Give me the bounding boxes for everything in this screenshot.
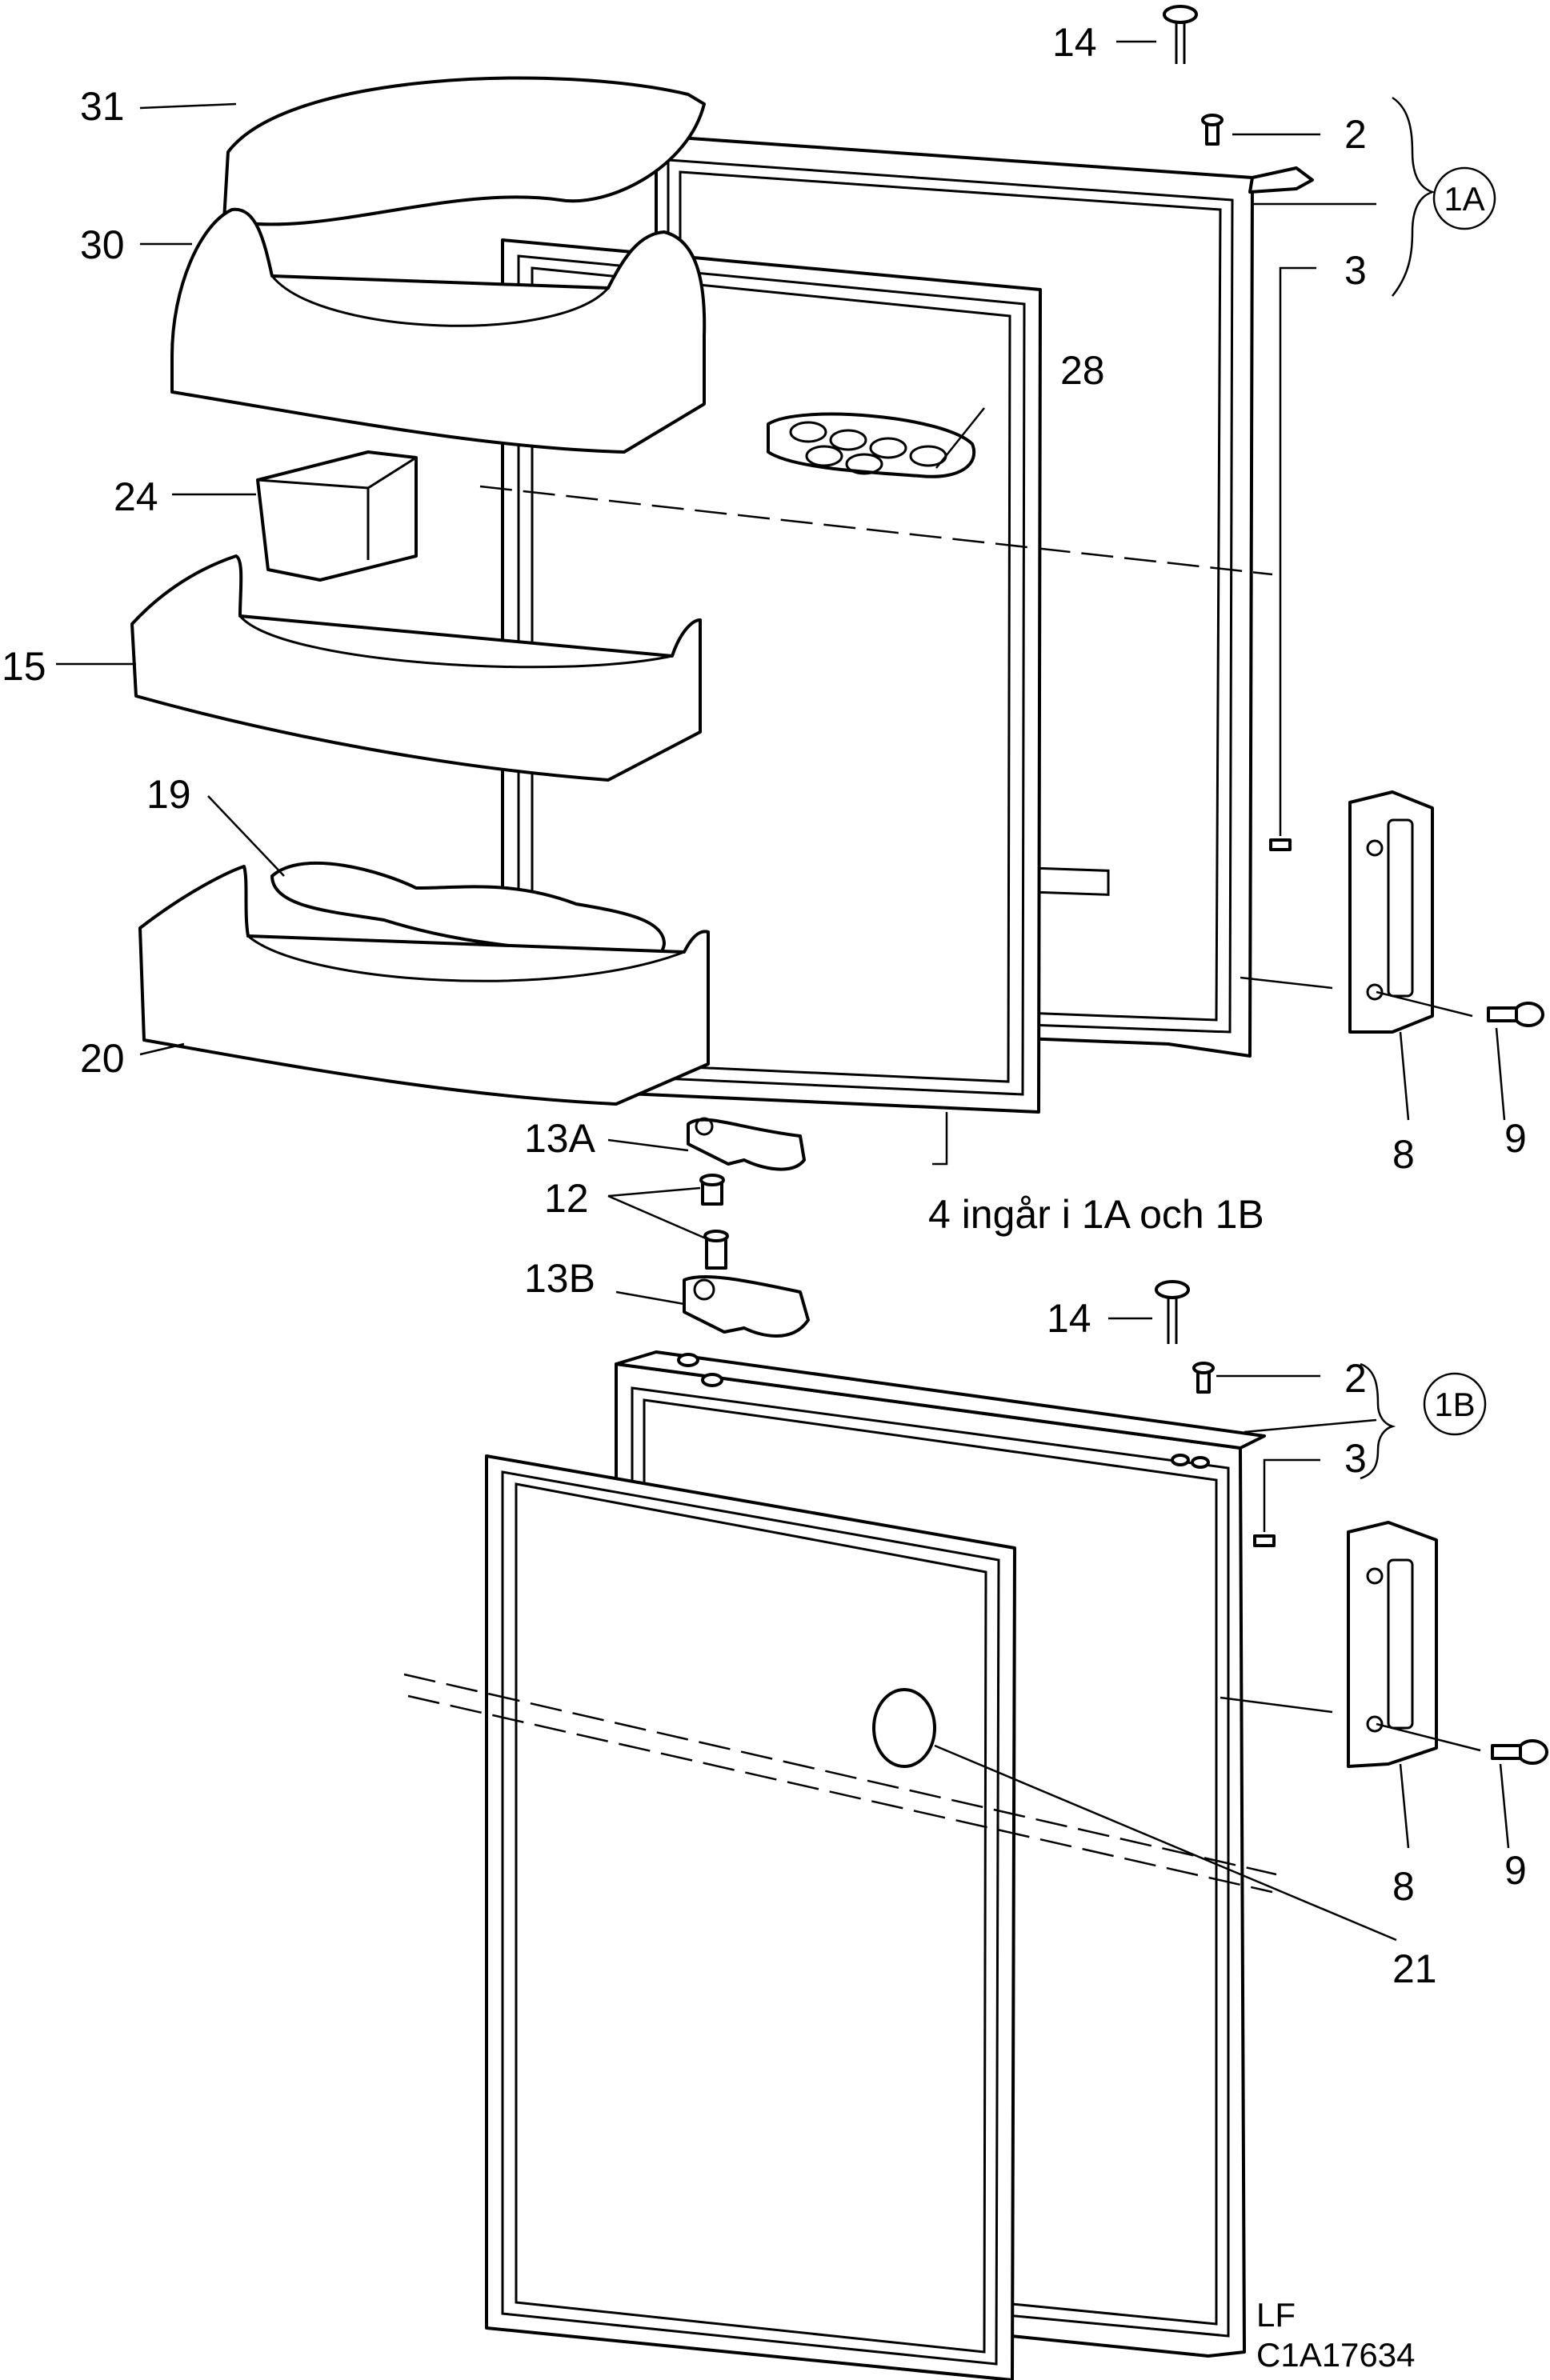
screw-12-lower <box>703 1230 729 1270</box>
hinge-13a <box>687 1117 806 1171</box>
screw-3-lower <box>1253 1534 1276 1547</box>
label-8-lower: 8 <box>1392 1864 1415 1909</box>
label-14-lower: 14 <box>1047 1296 1091 1341</box>
screw-12-upper <box>699 1174 725 1206</box>
screw-14-upper <box>1163 5 1198 64</box>
lower-assembly-dashed-axis-1 <box>403 1673 1277 1876</box>
leader-lines <box>56 40 1510 1942</box>
label-9-upper: 9 <box>1504 1116 1527 1161</box>
label-20: 20 <box>80 1036 125 1081</box>
screw-2-lower <box>1192 1362 1215 1394</box>
screw-9-upper <box>1487 1002 1544 1027</box>
door-handle-8-upper <box>1348 790 1434 1034</box>
footer-code-drawing-number: C1A17634 <box>1256 2336 1416 2374</box>
lower-assembly-dashed-axis-2 <box>407 1694 1273 1894</box>
label-19: 19 <box>146 772 191 817</box>
label-8-upper: 8 <box>1392 1132 1415 1177</box>
small-box-24 <box>256 450 418 582</box>
group-label-1a: 1A <box>1444 180 1484 218</box>
screw-3-upper <box>1269 838 1292 851</box>
door-shelf-30 <box>170 207 707 454</box>
label-28: 28 <box>1060 348 1105 393</box>
label-31: 31 <box>80 84 125 129</box>
label-3-upper: 3 <box>1344 248 1367 293</box>
label-24: 24 <box>114 474 158 519</box>
bottle-holder-19 <box>270 861 666 965</box>
group-label-1b: 1B <box>1434 1386 1475 1423</box>
screw-2-upper <box>1201 114 1224 146</box>
label-14-upper: 14 <box>1052 20 1097 65</box>
footer-code-lf: LF <box>1256 2296 1296 2334</box>
door-shelf-20 <box>138 865 710 1106</box>
badge-21 <box>872 1688 936 1768</box>
label-13a: 13A <box>524 1116 596 1161</box>
label-2-lower: 2 <box>1344 1356 1367 1401</box>
screw-9-lower <box>1491 1739 1548 1765</box>
upper-assembly-dashed-axis <box>479 485 1273 576</box>
hinge-13b <box>683 1275 810 1338</box>
label-9-lower: 9 <box>1504 1848 1527 1893</box>
door-handle-8-lower <box>1347 1521 1438 1768</box>
label-2-upper: 2 <box>1344 112 1367 157</box>
note-gasket-4: 4 ingår i 1A och 1B <box>928 1192 1264 1237</box>
label-21: 21 <box>1392 1946 1437 1991</box>
egg-tray-28 <box>767 412 976 478</box>
shelf-cover-31 <box>222 76 706 226</box>
screw-14-lower <box>1155 1280 1190 1344</box>
label-13b: 13B <box>524 1256 595 1301</box>
label-30: 30 <box>80 222 125 267</box>
door-shelf-15 <box>130 554 702 782</box>
lower-door-gasket <box>485 1454 1016 2380</box>
label-3-lower: 3 <box>1344 1436 1367 1481</box>
label-12: 12 <box>544 1176 589 1221</box>
label-15: 15 <box>2 644 46 689</box>
